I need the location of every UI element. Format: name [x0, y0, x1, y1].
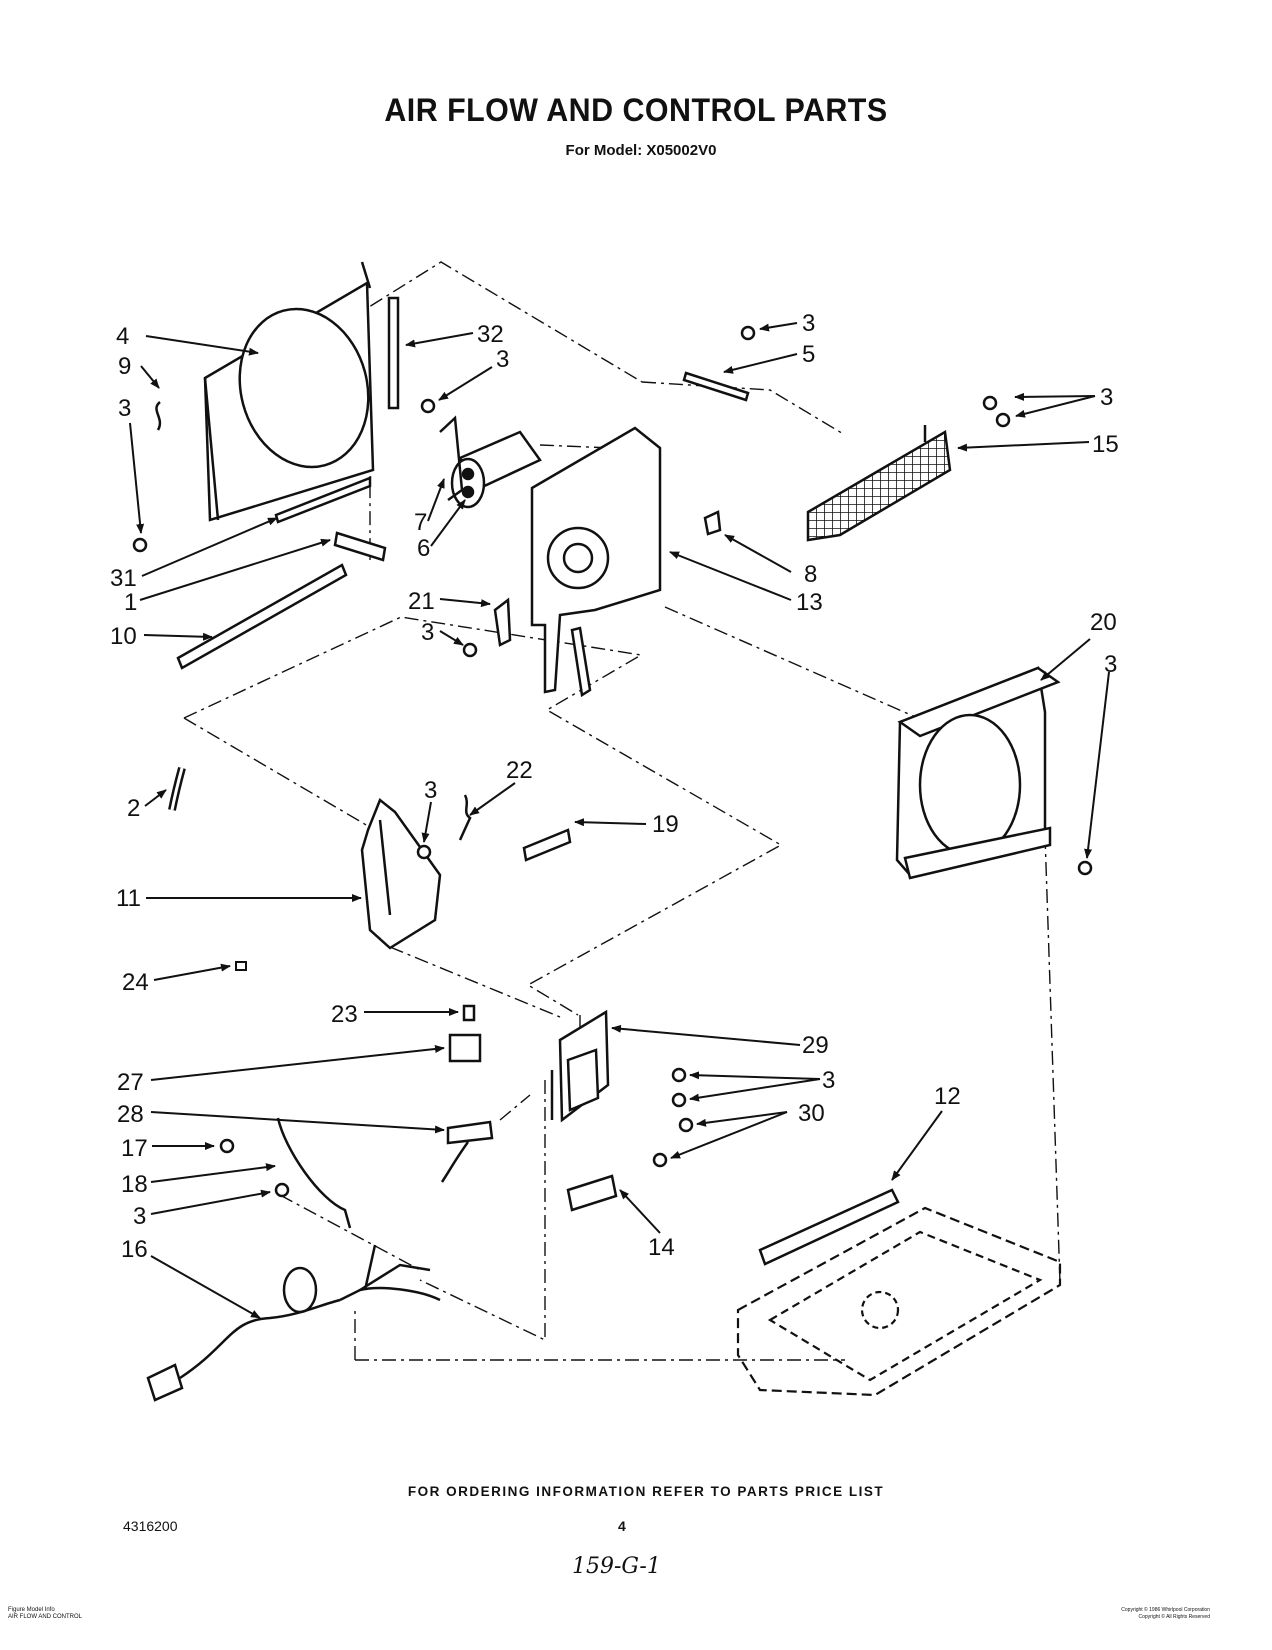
- label-part-3: 3: [421, 619, 434, 646]
- label-part-3: 3: [496, 346, 509, 373]
- part-11-control-bracket: [360, 797, 442, 950]
- label-part-9: 9: [118, 353, 131, 380]
- part-13-motor-mount: [530, 426, 662, 698]
- leader-lines: [129, 322, 1110, 1319]
- copyright-line-1: Copyright © 1986 Whirlpool Corporation: [1121, 1607, 1210, 1613]
- part-number-labels: 4 9 3 32 3 3 5 3 15 7 6 31 1 10 21 3 8 1…: [110, 310, 1119, 1263]
- label-part-30: 30: [798, 1100, 825, 1127]
- part-19-bracket: [522, 828, 572, 862]
- label-part-2: 2: [127, 795, 140, 822]
- label-part-10: 10: [110, 623, 137, 650]
- label-part-12: 12: [934, 1083, 961, 1110]
- figure-caption: Figure Model Info AIR FLOW AND CONTROL: [8, 1607, 158, 1621]
- label-part-18: 18: [121, 1171, 148, 1198]
- label-part-19: 19: [652, 811, 679, 838]
- screws: [132, 325, 1093, 1198]
- label-part-20: 20: [1090, 609, 1117, 636]
- label-part-23: 23: [331, 1001, 358, 1028]
- label-part-16: 16: [121, 1236, 148, 1263]
- copyright-notice: Copyright © 1986 Whirlpool Corporation C…: [1010, 1607, 1210, 1621]
- label-part-5: 5: [802, 341, 815, 368]
- part-24-clip: [235, 961, 247, 971]
- label-part-3: 3: [1100, 384, 1113, 411]
- copyright-line-2: Copyright © All Rights Reserved: [1138, 1614, 1211, 1620]
- label-part-17: 17: [121, 1135, 148, 1162]
- part-8-clip: [703, 510, 722, 536]
- label-part-28: 28: [117, 1101, 144, 1128]
- part-1-bracket: [333, 531, 387, 562]
- page-title: AIR FLOW AND CONTROL PARTS: [384, 92, 888, 128]
- label-part-3: 3: [424, 777, 437, 804]
- label-part-29: 29: [802, 1032, 829, 1059]
- label-part-3: 3: [802, 310, 815, 337]
- label-part-31: 31: [110, 565, 137, 592]
- label-part-4: 4: [116, 323, 129, 350]
- label-part-1: 1: [124, 589, 137, 616]
- part-15-grille: [806, 425, 952, 542]
- part-18-wire: [276, 1117, 352, 1229]
- part-29-control-panel: [550, 1009, 610, 1123]
- label-part-14: 14: [648, 1234, 675, 1261]
- part-7-capacitor-bracket: [439, 415, 464, 502]
- document-number: 4316200: [123, 1518, 178, 1534]
- model-subtitle: For Model: X05002V0: [565, 142, 717, 159]
- part-16-power-cord: [146, 1244, 441, 1402]
- label-part-8: 8: [804, 561, 817, 588]
- part-5-bracket: [682, 371, 750, 402]
- part-23-knob: [462, 1004, 476, 1022]
- part-14-block: [566, 1174, 618, 1212]
- part-12-base-pan: [736, 1188, 1062, 1397]
- label-part-7: 7: [414, 509, 427, 536]
- label-part-15: 15: [1092, 431, 1119, 458]
- part-9-clip: [155, 401, 162, 431]
- label-part-32: 32: [477, 321, 504, 348]
- part-32-seal-strip: [387, 296, 400, 410]
- label-part-27: 27: [117, 1069, 144, 1096]
- label-part-3: 3: [133, 1203, 146, 1230]
- part-20-evaporator-shroud: [895, 666, 1061, 880]
- label-part-6: 6: [417, 535, 430, 562]
- part-6-capacitor: [450, 430, 542, 509]
- handwritten-code: 159-G-1: [572, 1554, 661, 1579]
- label-part-3: 3: [822, 1067, 835, 1094]
- label-part-11: 11: [116, 885, 141, 912]
- label-part-21: 21: [408, 588, 435, 615]
- part-28-thermostat: [446, 1120, 494, 1145]
- part-22-spring: [458, 794, 472, 841]
- figure-caption-line-1: Figure Model Info: [8, 1607, 55, 1613]
- figure-caption-line-2: AIR FLOW AND CONTROL: [8, 1614, 83, 1620]
- ordering-info-note: FOR ORDERING INFORMATION REFER TO PARTS …: [407, 1484, 885, 1499]
- part-27-switch: [448, 1033, 482, 1063]
- label-part-3: 3: [118, 395, 131, 422]
- part-21-bracket: [493, 597, 512, 647]
- part-10-foam-strip: [176, 563, 348, 670]
- page-number: 4: [618, 1518, 626, 1534]
- label-part-3: 3: [1104, 651, 1117, 678]
- label-part-22: 22: [506, 757, 533, 784]
- label-part-13: 13: [796, 589, 823, 616]
- label-part-24: 24: [122, 969, 149, 996]
- part-4-fan-shroud: [203, 261, 375, 522]
